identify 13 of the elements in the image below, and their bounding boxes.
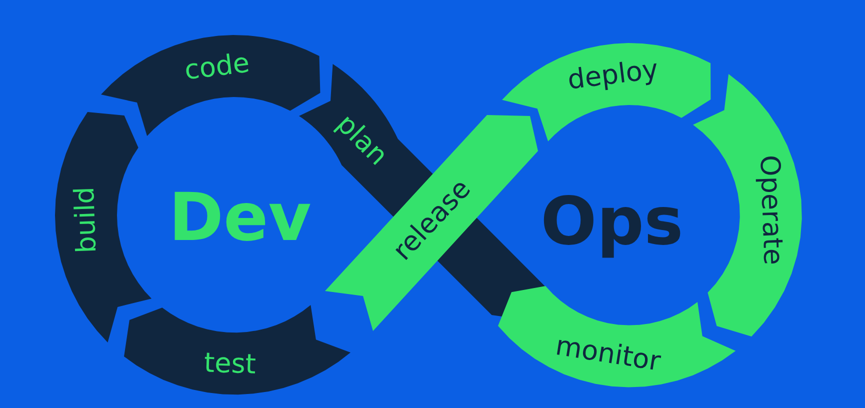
segment-label: monitor	[554, 332, 662, 376]
segment-label: test	[203, 350, 256, 378]
segment-label: Operate	[755, 154, 786, 266]
arrow-segment	[502, 43, 711, 142]
segment-label: deploy	[566, 56, 660, 94]
arrow-segment	[498, 286, 736, 387]
segment-label: build	[71, 186, 101, 254]
arrow-segment	[55, 112, 152, 342]
center-title: Dev	[168, 185, 312, 251]
arrow-segment	[124, 305, 351, 395]
segment-label: code	[182, 50, 251, 84]
arrow-segment	[693, 74, 802, 337]
arrow-segment	[101, 35, 320, 136]
